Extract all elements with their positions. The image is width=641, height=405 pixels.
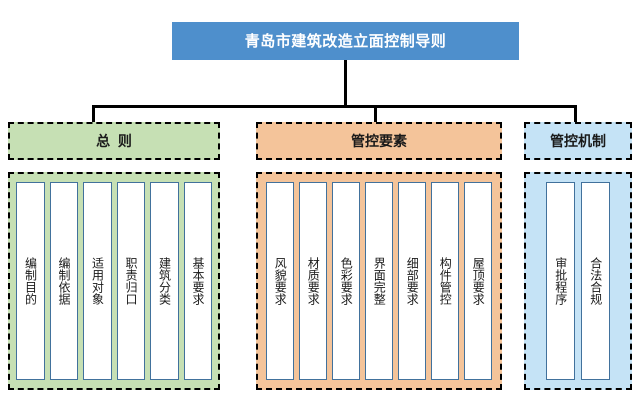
group-header-general-principles: 总 则 <box>8 122 220 160</box>
connector-drop-mechanism <box>574 105 577 122</box>
item-label: 职责归口 <box>123 257 138 305</box>
item-card[interactable]: 细部要求 <box>398 182 426 380</box>
group-header-control-elements: 管控要素 <box>256 122 502 160</box>
group-body-control-mechanism: 审批程序 合法合规 <box>524 172 632 390</box>
group-header-label: 管控要素 <box>351 133 407 149</box>
item-card[interactable]: 建筑分类 <box>150 182 179 380</box>
item-card[interactable]: 适用对象 <box>83 182 112 380</box>
item-label: 基本要求 <box>190 257 205 305</box>
item-card[interactable]: 屋顶要求 <box>464 182 492 380</box>
group-body-control-elements: 风貌要求 材质要求 色彩要求 界面完整 细部要求 构件管控 屋顶要求 <box>256 172 502 390</box>
item-label: 屋顶要求 <box>471 257 486 305</box>
item-card[interactable]: 编制依据 <box>49 182 78 380</box>
item-label: 建筑分类 <box>157 257 172 305</box>
item-card[interactable]: 界面完整 <box>365 182 393 380</box>
item-label: 合法合规 <box>588 257 603 305</box>
item-card[interactable]: 色彩要求 <box>332 182 360 380</box>
item-label: 材质要求 <box>306 257 321 305</box>
item-label: 构件管控 <box>438 257 453 305</box>
group-body-general-principles: 编制目的 编制依据 适用对象 职责归口 建筑分类 基本要求 <box>8 172 220 390</box>
root-node: 青岛市建筑改造立面控制导则 <box>172 22 519 60</box>
item-label: 适用对象 <box>90 257 105 305</box>
item-card[interactable]: 基本要求 <box>183 182 212 380</box>
group-header-label: 总 则 <box>96 133 132 149</box>
group-header-control-mechanism: 管控机制 <box>524 122 632 160</box>
item-label: 编制目的 <box>23 257 38 305</box>
item-card[interactable]: 风貌要求 <box>266 182 294 380</box>
connector-drop-control <box>374 105 377 122</box>
item-label: 界面完整 <box>372 257 387 305</box>
connector-horizontal-bus <box>92 105 577 108</box>
item-card[interactable]: 审批程序 <box>546 182 575 380</box>
item-label: 细部要求 <box>405 257 420 305</box>
item-card[interactable]: 职责归口 <box>116 182 145 380</box>
item-label: 色彩要求 <box>339 257 354 305</box>
item-card[interactable]: 合法合规 <box>581 182 610 380</box>
item-label: 编制依据 <box>56 257 71 305</box>
item-label: 审批程序 <box>553 257 568 305</box>
item-card[interactable]: 编制目的 <box>16 182 45 380</box>
item-card[interactable]: 构件管控 <box>431 182 459 380</box>
connector-drop-general <box>92 105 95 122</box>
item-card[interactable]: 材质要求 <box>299 182 327 380</box>
group-header-label: 管控机制 <box>550 133 606 149</box>
connector-root-vertical <box>344 60 347 105</box>
root-node-title: 青岛市建筑改造立面控制导则 <box>244 32 447 50</box>
item-label: 风貌要求 <box>273 257 288 305</box>
